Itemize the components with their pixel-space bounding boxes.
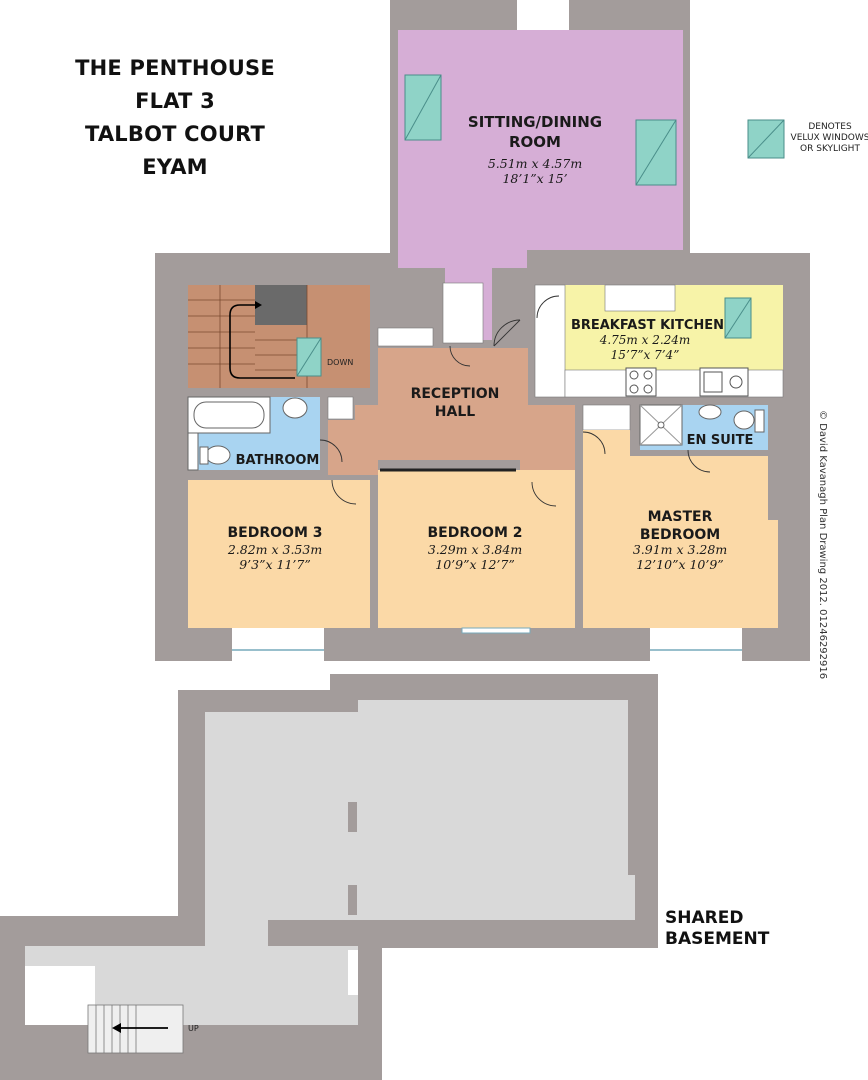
copyright-text: © David Kavanagh Plan Drawing 2012. 0124… — [817, 410, 828, 680]
master-bedroom-imperial: 12’10”x 10’9” — [636, 557, 724, 572]
door-swings — [319, 295, 711, 507]
bedroom-3-metric: 2.82m x 3.53m — [227, 542, 323, 557]
bedroom-3-dimensions: 2.82m x 3.53m 9’3”x 11’7” — [205, 542, 345, 572]
reception-hall-label: RECEPTION HALL — [395, 385, 515, 421]
plan-title-line-3: TALBOT COURT — [84, 122, 266, 146]
sitting-room-imperial: 18’1”x 15’ — [502, 171, 568, 186]
master-bedroom-label: MASTER BEDROOM — [610, 508, 750, 544]
basement-name-2: BASEMENT — [665, 929, 770, 949]
velux-window — [724, 297, 752, 339]
sitting-room-metric: 5.51m x 4.57m — [487, 156, 583, 171]
bedroom-2-imperial: 10’9”x 12’7” — [435, 557, 515, 572]
plan-title-line-1: THE PENTHOUSE — [75, 56, 275, 80]
bedroom-2 — [378, 470, 575, 628]
legend-text: DENOTES VELUX WINDOWS OR SKYLIGHT — [790, 122, 868, 155]
bedroom-3-imperial: 9’3”x 11’7” — [239, 557, 311, 572]
legend-line-3: OR SKYLIGHT — [800, 144, 860, 154]
master-bedroom-metric: 3.91m x 3.28m — [632, 542, 728, 557]
sink — [699, 367, 749, 397]
reception-hall-name-2: HALL — [434, 404, 476, 420]
velux-legend-swatch — [747, 119, 785, 159]
reception-hall — [328, 348, 575, 480]
shared-basement — [25, 700, 635, 1025]
bedroom-3-name: BEDROOM 3 — [227, 525, 323, 541]
plan-title-line-4: EYAM — [142, 155, 208, 179]
window — [517, 0, 569, 30]
basement-stairs — [87, 1004, 184, 1054]
plan-title-line-2: FLAT 3 — [135, 89, 215, 113]
basement-name-1: SHARED — [665, 908, 744, 928]
kitchen-dimensions: 4.75m x 2.24m 15’7”x 7’4” — [570, 333, 720, 363]
sitting-room-label: SITTING/DINING ROOM — [440, 112, 630, 152]
bathroom-name: BATHROOM — [235, 453, 320, 468]
down-label: DOWN — [327, 358, 354, 367]
master-bedroom-name-1: MASTER — [647, 509, 713, 525]
kitchen-metric: 4.75m x 2.24m — [599, 333, 691, 347]
bedroom-3 — [188, 480, 370, 628]
up-label: UP — [188, 1024, 199, 1033]
velux-window — [296, 337, 322, 377]
basement-label: SHARED BASEMENT — [665, 908, 775, 950]
master-bedroom — [583, 430, 778, 628]
sitting-room-dimensions: 5.51m x 4.57m 18’1”x 15’ — [460, 156, 610, 186]
legend-line-1: DENOTES — [808, 122, 852, 132]
bedroom-2-name: BEDROOM 2 — [427, 525, 523, 541]
velux-window — [635, 119, 677, 186]
hob — [625, 367, 657, 397]
bedroom-2-dimensions: 3.29m x 3.84m 10’9”x 12’7” — [405, 542, 545, 572]
sitting-room-name-1: SITTING/DINING — [467, 113, 603, 131]
legend-line-2: VELUX WINDOWS — [790, 133, 868, 143]
kitchen-name: BREAKFAST KITCHEN — [570, 318, 725, 333]
sitting-dining-room — [398, 30, 683, 340]
master-bedroom-dimensions: 3.91m x 3.28m 12’10”x 10’9” — [610, 542, 750, 572]
sitting-room-name-2: ROOM — [509, 133, 561, 151]
velux-window — [404, 74, 442, 141]
master-bedroom-name-2: BEDROOM — [639, 527, 721, 543]
bedroom-2-metric: 3.29m x 3.84m — [427, 542, 523, 557]
en-suite-name: EN SUITE — [686, 433, 754, 448]
kitchen-imperial: 15’7”x 7’4” — [610, 348, 680, 362]
reception-hall-name-1: RECEPTION — [410, 386, 500, 402]
